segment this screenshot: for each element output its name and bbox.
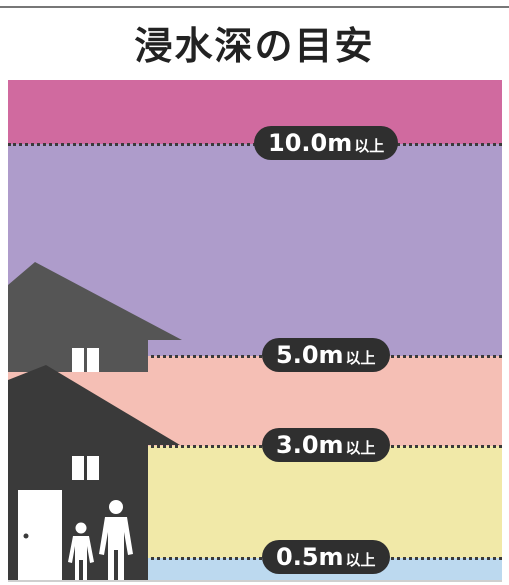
house-illustration: [8, 262, 182, 580]
band-10m: [8, 80, 502, 144]
top-divider: [0, 6, 509, 8]
line-05m: [8, 557, 502, 560]
upper-window-icon: [72, 348, 84, 372]
page-title: 浸水深の目安: [134, 24, 375, 68]
level-unit: 以上: [345, 439, 376, 457]
level-number: 10.0m: [268, 129, 353, 157]
level-number: 5.0m: [276, 341, 344, 369]
line-5m: [8, 355, 502, 358]
level-unit: 以上: [345, 551, 376, 569]
lower-window-icon: [72, 456, 84, 480]
level-number: 3.0m: [276, 431, 344, 459]
line-3m: [8, 445, 502, 448]
lower-window-icon: [87, 456, 99, 480]
level-number: 0.5m: [276, 543, 344, 571]
house-upper-floor: [8, 262, 182, 372]
adult-person-icon: [99, 500, 133, 580]
level-unit: 以上: [354, 137, 385, 155]
child-person-icon: [68, 522, 94, 580]
upper-window-icon: [87, 348, 99, 372]
level-unit: 以上: [345, 349, 376, 367]
door-knob-icon: [23, 533, 29, 539]
bottom-divider: [8, 580, 502, 582]
